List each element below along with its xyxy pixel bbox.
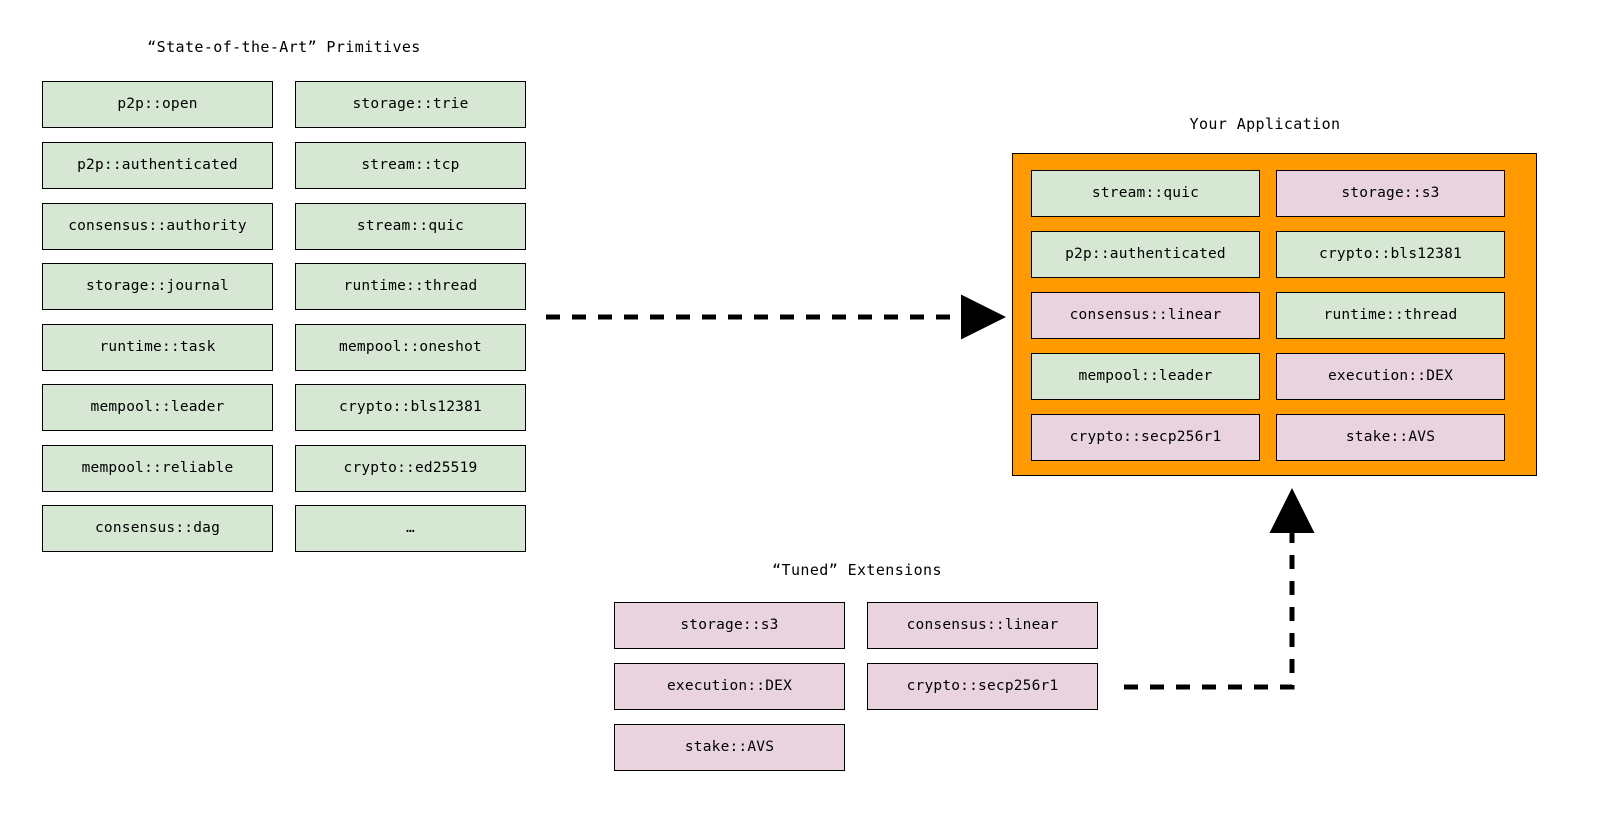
primitive-node[interactable]: … [295, 505, 526, 552]
primitive-node[interactable]: p2p::authenticated [42, 142, 273, 189]
application-node[interactable]: consensus::linear [1031, 292, 1260, 339]
primitive-node[interactable]: storage::trie [295, 81, 526, 128]
arrow-extensions-to-application [1124, 488, 1315, 690]
primitive-node[interactable]: consensus::authority [42, 203, 273, 250]
extension-node[interactable]: consensus::linear [867, 602, 1098, 649]
primitive-node[interactable]: p2p::open [42, 81, 273, 128]
primitive-node[interactable]: consensus::dag [42, 505, 273, 552]
application-node[interactable]: runtime::thread [1276, 292, 1505, 339]
primitive-node[interactable]: storage::journal [42, 263, 273, 310]
primitive-node[interactable]: stream::tcp [295, 142, 526, 189]
primitive-node[interactable]: crypto::bls12381 [295, 384, 526, 431]
extension-node[interactable]: execution::DEX [614, 663, 845, 710]
application-node[interactable]: mempool::leader [1031, 353, 1260, 400]
application-node[interactable]: storage::s3 [1276, 170, 1505, 217]
primitive-node[interactable]: crypto::ed25519 [295, 445, 526, 492]
application-node[interactable]: crypto::secp256r1 [1031, 414, 1260, 461]
application-node[interactable]: execution::DEX [1276, 353, 1505, 400]
application-node[interactable]: stake::AVS [1276, 414, 1505, 461]
extensions-heading: “Tuned” Extensions [772, 561, 942, 579]
primitive-node[interactable]: mempool::leader [42, 384, 273, 431]
primitives-heading: “State-of-the-Art” Primitives [147, 38, 421, 56]
primitive-node[interactable]: runtime::thread [295, 263, 526, 310]
application-heading: Your Application [1189, 115, 1341, 133]
extension-node[interactable]: stake::AVS [614, 724, 845, 771]
extension-node[interactable]: storage::s3 [614, 602, 845, 649]
application-node[interactable]: stream::quic [1031, 170, 1260, 217]
application-node[interactable]: p2p::authenticated [1031, 231, 1260, 278]
extension-node[interactable]: crypto::secp256r1 [867, 663, 1098, 710]
primitive-node[interactable]: mempool::reliable [42, 445, 273, 492]
primitive-node[interactable]: runtime::task [42, 324, 273, 371]
application-node[interactable]: crypto::bls12381 [1276, 231, 1505, 278]
primitive-node[interactable]: mempool::oneshot [295, 324, 526, 371]
primitive-node[interactable]: stream::quic [295, 203, 526, 250]
